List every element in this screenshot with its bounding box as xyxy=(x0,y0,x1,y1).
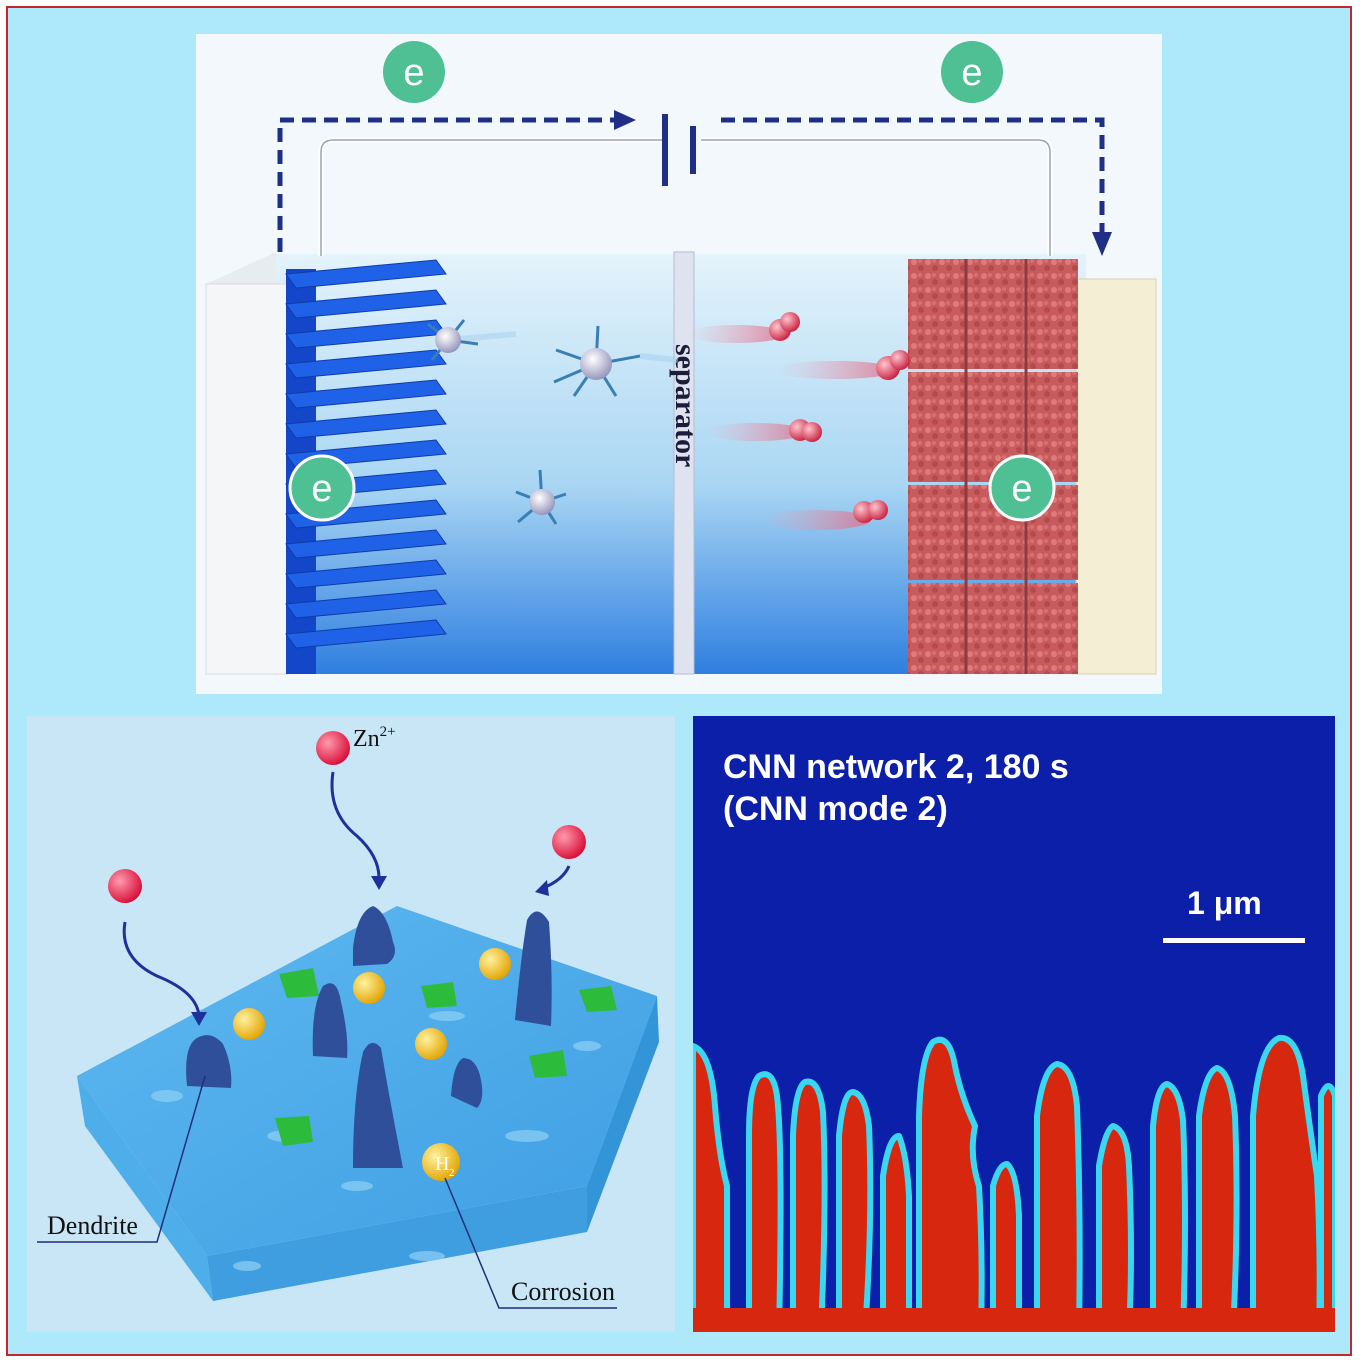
simulated-dendrites xyxy=(693,1034,1335,1332)
zinc-slab-front-side xyxy=(207,1186,587,1301)
scale-bar xyxy=(1163,938,1305,943)
zinc-slab-right-side xyxy=(587,996,659,1232)
battery-schematic-panel: separator xyxy=(196,34,1162,694)
scale-bar-label: 1 μm xyxy=(1187,885,1262,921)
zn-ion xyxy=(552,825,586,859)
arrowhead-down xyxy=(1092,232,1112,256)
battery-plate-long xyxy=(662,114,668,186)
wire-right-outline xyxy=(701,139,1051,256)
dendrites xyxy=(186,906,552,1168)
dendrite-illustration-panel: H 2 Zn2+ Dendrite Co xyxy=(27,716,675,1332)
svg-text:e: e xyxy=(961,52,982,94)
simulation-title-line1: CNN network 2, 180 s xyxy=(723,748,1069,786)
dendrite-label: Dendrite xyxy=(47,1211,138,1240)
corrosion-label: Corrosion xyxy=(511,1277,615,1306)
h2-bubble xyxy=(479,948,511,980)
h2-bubble: H 2 xyxy=(422,1143,460,1181)
arrowhead-right xyxy=(614,110,636,130)
wire-left-outline xyxy=(320,139,666,256)
zn-ion xyxy=(108,869,142,903)
svg-text:e: e xyxy=(1011,468,1032,510)
dashed-arrow-right xyxy=(721,117,1105,234)
electron-icon: e xyxy=(988,454,1056,522)
electron-icon: e xyxy=(288,454,356,522)
wire-right xyxy=(701,137,1053,256)
zinc-slab-left-side xyxy=(77,1076,213,1301)
figure-frame: separator xyxy=(6,6,1352,1356)
simulation-title-line2: (CNN mode 2) xyxy=(723,790,948,828)
ion-complex xyxy=(427,319,517,361)
ion-complex xyxy=(553,325,679,397)
svg-text:e: e xyxy=(311,468,332,510)
cnn-simulation-panel: CNN network 2, 180 s (CNN mode 2) 1 μm xyxy=(693,716,1335,1332)
cation xyxy=(776,350,910,380)
cathode-collector xyxy=(1075,278,1157,675)
electron-icon: e xyxy=(941,41,1003,103)
corrosion-leader xyxy=(444,1177,617,1309)
anode-structure xyxy=(285,259,447,674)
svg-text:2: 2 xyxy=(449,1167,455,1179)
cathode-structure xyxy=(908,259,1078,674)
separator-label: separator xyxy=(669,344,702,467)
battery-plate-short xyxy=(690,126,696,174)
substrate xyxy=(693,1308,1335,1332)
h2-bubble xyxy=(415,1028,447,1060)
arrowheads xyxy=(191,876,549,1026)
anode-collector xyxy=(205,283,289,675)
h2-bubble xyxy=(233,1008,265,1040)
wire-left xyxy=(318,137,666,256)
byproduct-flakes xyxy=(275,968,617,1146)
cation xyxy=(761,500,888,530)
electron-icon: e xyxy=(383,41,445,103)
battery-schematic: separator xyxy=(205,41,1157,675)
dashed-arrow-left xyxy=(277,117,621,252)
cation xyxy=(706,419,822,442)
h2-bubble xyxy=(353,972,385,1004)
cation xyxy=(686,312,800,343)
ion-complex xyxy=(515,469,657,525)
dendrite-illustration: H 2 Zn2+ Dendrite Co xyxy=(37,724,659,1309)
zn-ion xyxy=(316,731,350,765)
separator-membrane xyxy=(673,251,695,675)
dendrite-leader xyxy=(37,1075,206,1243)
cnn-simulation: CNN network 2, 180 s (CNN mode 2) 1 μm xyxy=(693,716,1335,1332)
zn-label: Zn2+ xyxy=(353,724,396,752)
svg-text:e: e xyxy=(403,52,424,94)
svg-text:H: H xyxy=(435,1153,449,1175)
